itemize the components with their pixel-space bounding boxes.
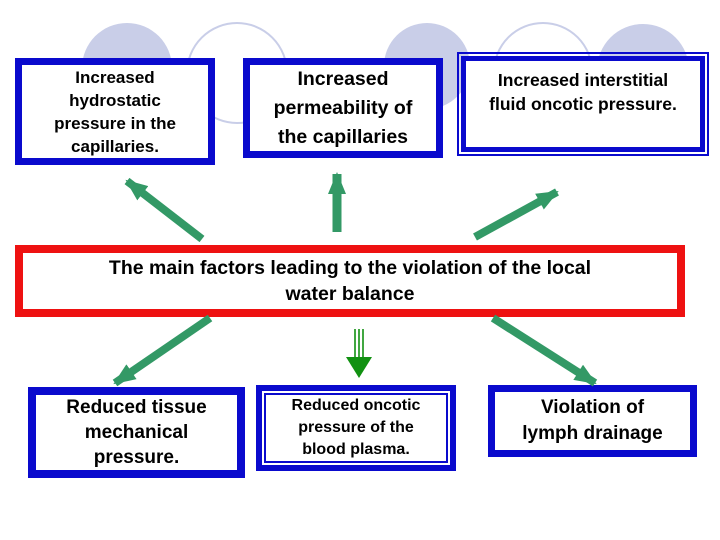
box-text-line: Violation of [540,397,645,418]
box-text-line: Reduced oncotic [291,397,421,414]
box-text-line: pressure in the [54,113,176,133]
box-increased-hydrostatic-pressure: Increased hydrostatic pressure in the ca… [15,58,215,165]
arrow-down-right-icon [490,314,598,387]
box-main-factors-title: The main factors leading to the violatio… [15,245,685,317]
box-text-line: lymph drainage [522,423,663,444]
arrow-up-right-icon [473,188,559,241]
box-text-line: hydrostatic [69,90,161,110]
box-increased-permeability: Increased permeability of the capillarie… [243,58,443,158]
arrow-up-left-icon [124,177,205,243]
box-reduced-tissue-pressure: Reduced tissue mechanical pressure. [28,387,245,478]
box-text-line: pressure of the [298,419,414,436]
box-text-line: the capillaries [277,125,409,148]
box-violation-lymph-drainage: Violation of lymph drainage [488,385,697,457]
main-title-line: The main factors leading to the violatio… [108,257,592,279]
arrow-down-left-icon [112,314,213,387]
box-text-line: Increased [297,67,389,90]
box-text-line: Reduced tissue [66,397,207,418]
arrow-down-middle-striped-icon [346,329,372,378]
box-text-line: mechanical [84,422,189,443]
box-text-line: Increased [75,67,155,87]
box-text-line: pressure. [93,447,180,468]
box-reduced-oncotic-pressure: Reduced oncotic pressure of the blood pl… [256,385,456,471]
box-increased-interstitial-oncotic: Increased interstitial fluid oncotic pre… [457,52,709,156]
box-text-line: Increased interstitial [497,70,669,90]
main-title-line: water balance [285,283,415,305]
box-text-line: permeability of [273,96,413,119]
box-text-line: blood plasma. [302,441,410,458]
box-text-line: fluid oncotic pressure. [489,94,677,114]
box-text-line: capillaries. [71,136,159,156]
